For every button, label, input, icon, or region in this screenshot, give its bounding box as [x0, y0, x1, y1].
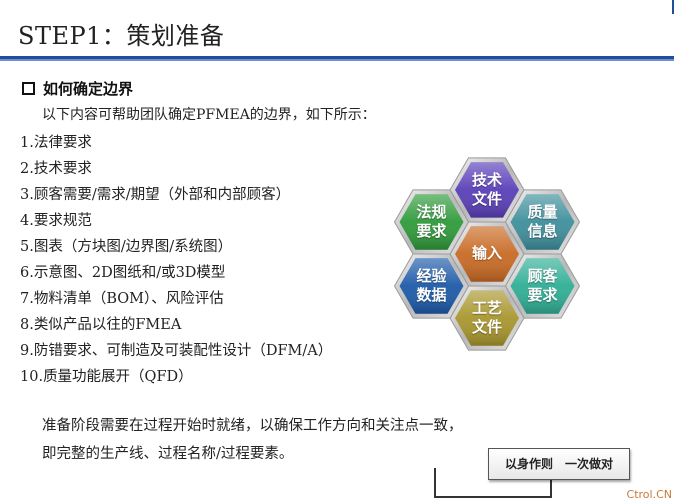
hex-lower-left-line1: 经验: [416, 267, 447, 286]
hexagon-shine: [510, 258, 575, 314]
list-item: 5.图表（方块图/边界图/系统图）: [20, 234, 332, 260]
stamp-frame-right: [550, 476, 552, 498]
hexagon-lower-left: [393, 253, 470, 319]
hexagon-top: [449, 157, 525, 223]
hex-upper-right-line1: 质量: [527, 202, 558, 221]
list-item-text: 要求规范: [33, 213, 92, 229]
list-item-text: 顾客需要/需求/期望（外部和内部顾客）: [33, 187, 291, 203]
hex-top-line2: 文件: [471, 189, 502, 208]
list-item: 1.法律要求: [20, 130, 332, 156]
hex-upper-left-line1: 法规: [416, 202, 447, 221]
list-item-number: 10.: [20, 369, 44, 385]
hexagon-shine: [455, 226, 519, 282]
watermark: Ctrol.CN: [626, 488, 672, 501]
list-item: 9.防错要求、可制造及可装配性设计（DFM/A）: [20, 338, 332, 364]
footer-text-line2: 即完整的生产线、过程名称/过程要素。: [42, 446, 294, 462]
title-underline-light: [0, 59, 674, 61]
list-item: 7.物料清单（BOM）、风险评估: [20, 286, 332, 312]
list-item-text: 防错要求、可制造及可装配性设计（DFM/A）: [33, 343, 333, 359]
list-item-number: 7.: [20, 291, 34, 307]
hexagon-diagram-graphic: [393, 157, 581, 351]
hex-label-bottom: 工艺文件: [452, 299, 522, 337]
footer-text-line1: 准备阶段需要在过程开始时就绪，以确保工作方向和关注点一致，: [42, 418, 463, 434]
list-item-number: 6.: [20, 265, 34, 281]
hexagon-shine: [510, 194, 575, 250]
section-heading-text: 如何确定边界: [43, 80, 134, 98]
list-item-number: 9.: [20, 343, 34, 359]
hex-lower-right-line1: 顾客: [527, 267, 558, 286]
list-item-text: 类似产品以往的FMEA: [33, 317, 182, 333]
hex-bottom-line1: 工艺: [471, 299, 502, 318]
list-item-text: 物料清单（BOM）、风险评估: [33, 291, 224, 307]
title-underline: [0, 56, 674, 59]
list-item-number: 4.: [20, 213, 34, 229]
hex-upper-right-line2: 信息: [527, 221, 558, 240]
list-item-text: 法律要求: [33, 135, 92, 151]
hexagon-shine: [399, 194, 464, 250]
hexagon-center: [449, 221, 525, 287]
hex-label-center: 输入: [452, 244, 522, 263]
hex-label-lower-right: 顾客要求: [508, 267, 578, 305]
corner-divider: [672, 0, 674, 14]
hex-label-top: 技术文件: [452, 171, 522, 209]
page-title: STEP1：策划准备: [18, 22, 225, 50]
list-item: 4.要求规范: [20, 208, 332, 234]
square-bullet-icon: [22, 82, 35, 95]
hexagon-upper-right: [504, 189, 581, 255]
motto-stamp: 以身作则 一次做对: [488, 448, 630, 480]
list-item: 8.类似产品以往的FMEA: [20, 312, 332, 338]
list-item-number: 5.: [20, 239, 34, 255]
hex-top-line1: 技术: [471, 170, 502, 189]
hex-bottom-line2: 文件: [471, 318, 502, 337]
hex-label-lower-left: 经验数据: [397, 267, 467, 305]
hex-upper-left-line2: 要求: [416, 221, 447, 240]
intro-text: 以下内容可帮助团队确定PFMEA的边界，如下所示：: [42, 107, 376, 123]
hex-label-upper-left: 法规要求: [397, 203, 467, 241]
list-item: 6.示意图、2D图纸和/或3D模型: [20, 260, 332, 286]
list-item: 2.技术要求: [20, 156, 332, 182]
hexagon-shine: [455, 290, 519, 346]
input-hexagon-diagram: 输入 技术文件 质量信息 顾客要求 工艺文件 经验数据 法规要求: [372, 138, 602, 370]
hex-lower-right-line2: 要求: [527, 286, 558, 305]
list-item: 3.顾客需要/需求/期望（外部和内部顾客）: [20, 182, 332, 208]
stamp-frame-bottom: [434, 496, 552, 498]
list-item-text: 技术要求: [33, 161, 92, 177]
section-heading: 如何确定边界: [22, 78, 133, 99]
list-item-number: 2.: [20, 161, 34, 177]
list-item-number: 1.: [20, 135, 34, 151]
list-item-number: 3.: [20, 187, 34, 203]
requirements-list: 1.法律要求 2.技术要求 3.顾客需要/需求/期望（外部和内部顾客） 4.要求…: [20, 130, 332, 390]
hexagon-shine: [455, 162, 519, 218]
list-item-text: 图表（方块图/边界图/系统图）: [33, 239, 233, 255]
list-item-number: 8.: [20, 317, 34, 333]
hexagon-upper-left: [393, 189, 470, 255]
hex-label-upper-right: 质量信息: [508, 203, 578, 241]
hexagon-bottom: [449, 285, 525, 351]
hexagon-shine: [399, 258, 464, 314]
hexagon-lower-right: [504, 253, 581, 319]
hex-center-line1: 输入: [471, 244, 502, 262]
list-item-text: 质量功能展开（QFD）: [43, 369, 193, 385]
hex-lower-left-line2: 数据: [416, 286, 447, 305]
stamp-frame-left: [434, 468, 436, 498]
list-item: 10.质量功能展开（QFD）: [20, 364, 332, 390]
list-item-text: 示意图、2D图纸和/或3D模型: [33, 265, 226, 281]
title-bar: STEP1：策划准备: [0, 0, 674, 62]
